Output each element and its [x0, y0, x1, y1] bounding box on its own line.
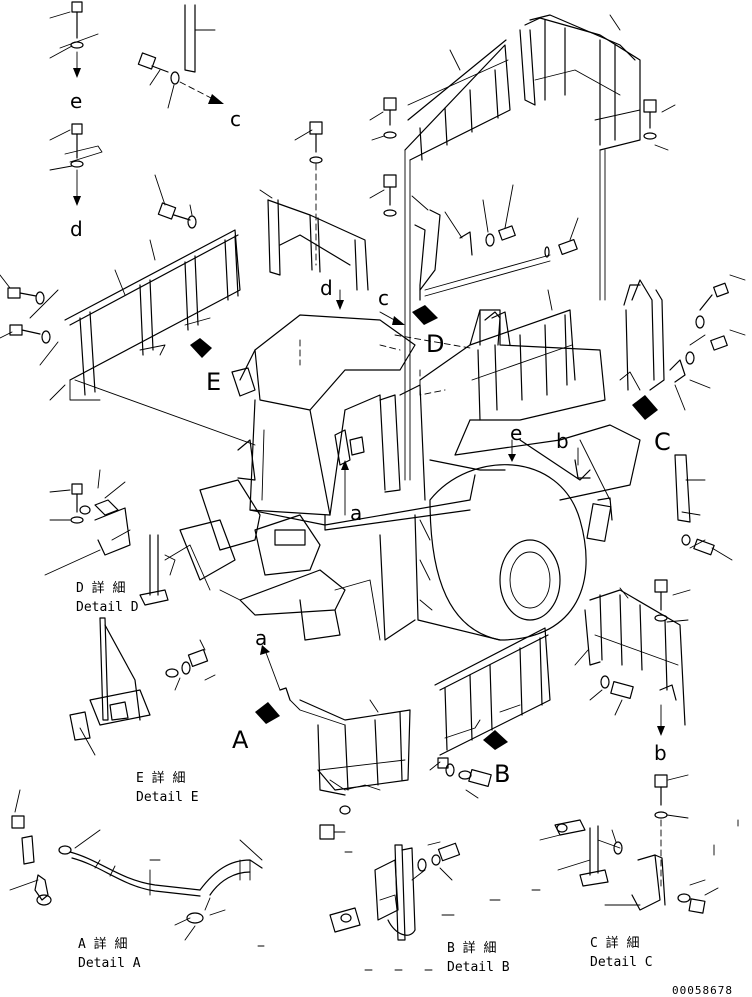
- detail-c-en: Detail C: [590, 955, 653, 970]
- detail-c-drawing: [539, 774, 739, 914]
- bottom-railing-b: [434, 627, 551, 756]
- left-railing: [64, 174, 256, 446]
- bracket-c: [137, 4, 224, 109]
- detail-d-jp: D 詳 細: [76, 580, 125, 596]
- view-label-D: D: [426, 330, 444, 358]
- left-bolts: [0, 274, 66, 401]
- view-label-c-top: c: [230, 107, 241, 131]
- view-label-b-right: b: [654, 741, 667, 765]
- center-upper-parts: [369, 174, 579, 325]
- detail-e-en: Detail E: [136, 790, 199, 805]
- machine-body: [164, 289, 641, 641]
- detail-a-jp: A 詳 細: [78, 936, 127, 952]
- detail-e-drawing: [69, 617, 216, 756]
- right-railing-c: [619, 274, 746, 420]
- view-label-b-body: b: [556, 429, 569, 453]
- detail-d-drawing: [44, 469, 176, 606]
- detail-a-drawing: [9, 789, 265, 947]
- view-label-e: e: [70, 89, 82, 113]
- bolt-group-d: [49, 123, 103, 206]
- view-label-a-bottom: a: [255, 626, 267, 650]
- detail-e-jp: E 詳 細: [136, 770, 185, 786]
- drawing-number: 00058678: [672, 984, 733, 997]
- detail-a-en: Detail A: [78, 956, 141, 971]
- view-label-d: d: [70, 217, 83, 241]
- view-label-d-center: d: [320, 276, 333, 300]
- detail-c-jp: C 詳 細: [590, 935, 639, 951]
- bottom-center-bolts: [319, 757, 492, 853]
- view-label-a-body: a: [350, 501, 362, 525]
- top-rail-1: [369, 39, 511, 481]
- view-label-C: C: [654, 428, 671, 456]
- detail-b-drawing: [329, 841, 541, 971]
- detail-b-jp: B 詳 細: [447, 940, 496, 956]
- right-bracket: [674, 454, 733, 561]
- center-rails: [259, 121, 369, 291]
- view-label-B: B: [494, 760, 510, 788]
- view-label-A: A: [232, 726, 249, 754]
- right-lower-railing: [574, 579, 691, 736]
- top-rail-2: [519, 14, 676, 301]
- view-label-c-center: c: [378, 286, 389, 310]
- bolt-group-e: [49, 1, 99, 78]
- bottom-railing-a: [255, 645, 411, 796]
- view-label-e-body: e: [510, 421, 522, 445]
- view-label-E: E: [206, 368, 221, 396]
- detail-d-en: Detail D: [76, 600, 139, 615]
- detail-b-en: Detail B: [447, 960, 510, 975]
